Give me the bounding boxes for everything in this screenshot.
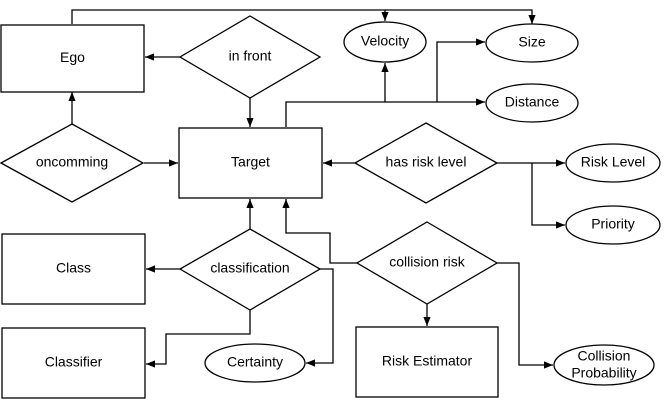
relationship-classification: classification (178, 228, 322, 311)
attribute-certainty-label: Certainty (227, 354, 283, 370)
edge-target-velocity (285, 62, 389, 127)
entity-risk-estimator: Risk Estimator (355, 326, 499, 398)
relationship-in-front-label: in front (229, 48, 272, 64)
relationship-has-risk-level: has risk level (353, 122, 499, 204)
edge-ego-size (385, 9, 536, 24)
relationship-collision-risk-label: collision risk (389, 254, 465, 270)
entity-target: Target (178, 127, 323, 199)
entity-risk-estimator-label: Risk Estimator (382, 353, 473, 369)
entity-class: Class (1, 233, 146, 305)
attribute-certainty: Certainty (204, 343, 306, 383)
attribute-priority-label: Priority (591, 216, 635, 232)
attribute-risk-level: Risk Level (565, 143, 661, 183)
edge-collisionrisk-probability (497, 262, 553, 369)
relationship-oncomming: oncomming (0, 123, 145, 203)
attribute-risk-level-label: Risk Level (581, 154, 646, 170)
attribute-distance: Distance (485, 83, 579, 123)
entity-classifier-label: Classifier (45, 354, 103, 370)
attribute-distance-label: Distance (505, 94, 560, 110)
entity-target-label: Target (231, 154, 270, 170)
entity-ego-label: Ego (60, 49, 85, 65)
relationship-has-risk-level-label: has risk level (386, 154, 467, 170)
attribute-collision-probability-line1: Collision (578, 348, 631, 364)
edge-classification-certainty (306, 268, 334, 367)
attribute-size: Size (485, 23, 579, 63)
attribute-velocity-label: Velocity (361, 33, 409, 49)
attribute-size-label: Size (518, 34, 545, 50)
entity-class-label: Class (56, 260, 91, 276)
entity-ego: Ego (0, 24, 145, 93)
edge-classification-classifier (146, 310, 251, 368)
attribute-collision-probability-line2: Probability (571, 365, 636, 381)
relationship-in-front: in front (178, 15, 322, 99)
attribute-priority: Priority (565, 205, 661, 245)
attribute-collision-probability: Collision Probability (553, 344, 655, 386)
relationship-collision-risk: collision risk (355, 221, 499, 305)
edge-ego-velocity (71, 9, 389, 24)
relationship-oncomming-label: oncomming (36, 154, 108, 170)
edge-riskrel-priority (531, 163, 565, 229)
connectors (68, 9, 565, 369)
relationship-classification-label: classification (210, 260, 289, 276)
attribute-velocity: Velocity (343, 21, 427, 63)
entity-classifier: Classifier (1, 327, 146, 399)
edge-collisionrisk-target (282, 199, 357, 264)
edge-target-size (436, 38, 485, 102)
